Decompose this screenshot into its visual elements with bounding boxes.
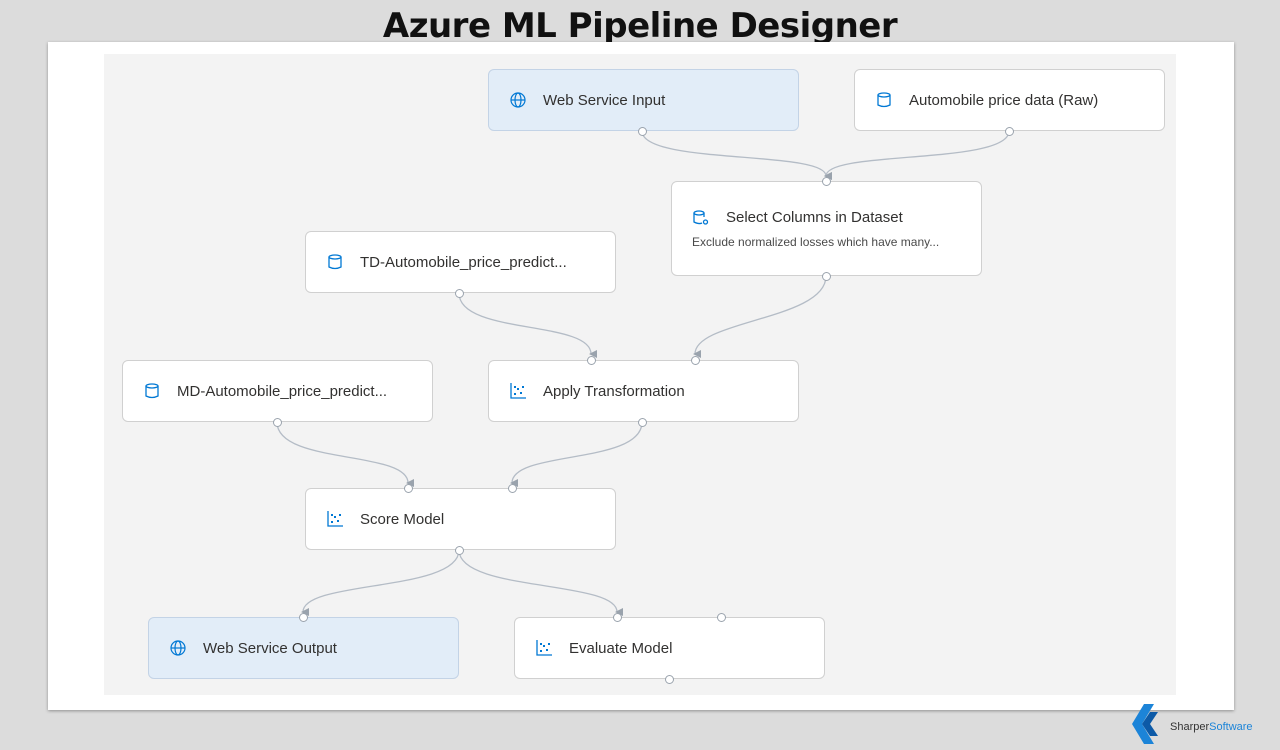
output-port[interactable]	[272, 417, 282, 427]
output-port[interactable]	[821, 271, 831, 281]
dataset-settings-icon	[692, 209, 710, 227]
brand-text-part1: Sharper	[1170, 721, 1210, 733]
globe-icon	[509, 91, 527, 109]
brand-text: SharperSoftware	[1170, 721, 1253, 733]
node-label: Select Columns in Dataset	[726, 209, 903, 226]
node-evaluate-model[interactable]: Evaluate Model	[514, 617, 825, 679]
node-md-automobile-price-predict[interactable]: MD-Automobile_price_predict...	[122, 360, 433, 422]
node-td-automobile-price-predict[interactable]: TD-Automobile_price_predict...	[305, 231, 616, 293]
node-label: Automobile price data (Raw)	[909, 91, 1099, 109]
node-automobile-price-data-raw[interactable]: Automobile price data (Raw)	[854, 69, 1165, 131]
database-icon	[326, 253, 344, 271]
output-port[interactable]	[664, 674, 674, 684]
node-label: TD-Automobile_price_predict...	[360, 253, 567, 271]
input-port[interactable]	[403, 483, 413, 493]
scatter-plot-icon	[509, 382, 527, 400]
input-port[interactable]	[298, 612, 308, 622]
page-title: Azure ML Pipeline Designer	[382, 6, 898, 46]
scatter-plot-icon	[535, 639, 553, 657]
input-port[interactable]	[612, 612, 622, 622]
node-description: Exclude normalized losses which have man…	[692, 234, 940, 249]
node-web-service-output[interactable]: Web Service Output	[148, 617, 459, 679]
input-port[interactable]	[821, 176, 831, 186]
node-label: Evaluate Model	[569, 639, 673, 657]
globe-icon	[169, 639, 187, 657]
node-apply-transformation[interactable]: Apply Transformation	[488, 360, 799, 422]
database-icon	[143, 382, 161, 400]
node-web-service-input[interactable]: Web Service Input	[488, 69, 799, 131]
input-port[interactable]	[586, 355, 596, 365]
node-label: Apply Transformation	[543, 382, 685, 400]
node-label: Web Service Output	[203, 639, 337, 657]
output-port[interactable]	[637, 417, 647, 427]
input-port[interactable]	[690, 355, 700, 365]
node-select-columns-in-dataset[interactable]: Select Columns in Dataset Exclude normal…	[671, 181, 982, 276]
output-port[interactable]	[1004, 126, 1014, 136]
input-port[interactable]	[716, 612, 726, 622]
node-label: MD-Automobile_price_predict...	[177, 382, 388, 400]
node-score-model[interactable]: Score Model	[305, 488, 616, 550]
scatter-plot-icon	[326, 510, 344, 528]
output-port[interactable]	[454, 288, 464, 298]
node-label: Score Model	[360, 510, 445, 528]
database-icon	[875, 91, 893, 109]
sharpersoftware-logo	[1132, 704, 1158, 744]
output-port[interactable]	[637, 126, 647, 136]
brand-text-part2: Software	[1209, 721, 1253, 733]
input-port[interactable]	[507, 483, 517, 493]
node-label: Web Service Input	[543, 91, 666, 109]
output-port[interactable]	[454, 545, 464, 555]
